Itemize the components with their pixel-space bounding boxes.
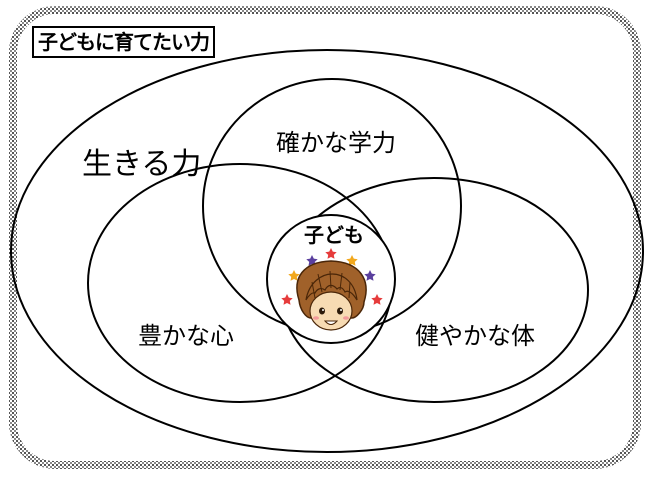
sukoyakana-karada-label: 健やかな体	[415, 322, 535, 350]
star-icon	[371, 294, 383, 305]
star-icon	[364, 270, 376, 281]
tashikana-gakuryoku-label: 確かな学力	[276, 129, 396, 157]
yutakana-kokoro-label: 豊かな心	[138, 322, 234, 350]
outer-frame	[9, 6, 641, 469]
diagram-title: 子どもに育てたい力	[32, 26, 215, 58]
star-icon	[325, 248, 337, 259]
ikiru-chikara-ellipse	[10, 49, 644, 453]
stars-group	[281, 248, 383, 305]
star-icon	[288, 270, 300, 281]
kodomo-label: 子ども	[304, 223, 364, 247]
star-icon	[346, 255, 358, 266]
star-icon	[281, 294, 293, 305]
ikiru-chikara-label: 生きる力	[82, 147, 202, 182]
child-face-icon	[296, 260, 367, 331]
